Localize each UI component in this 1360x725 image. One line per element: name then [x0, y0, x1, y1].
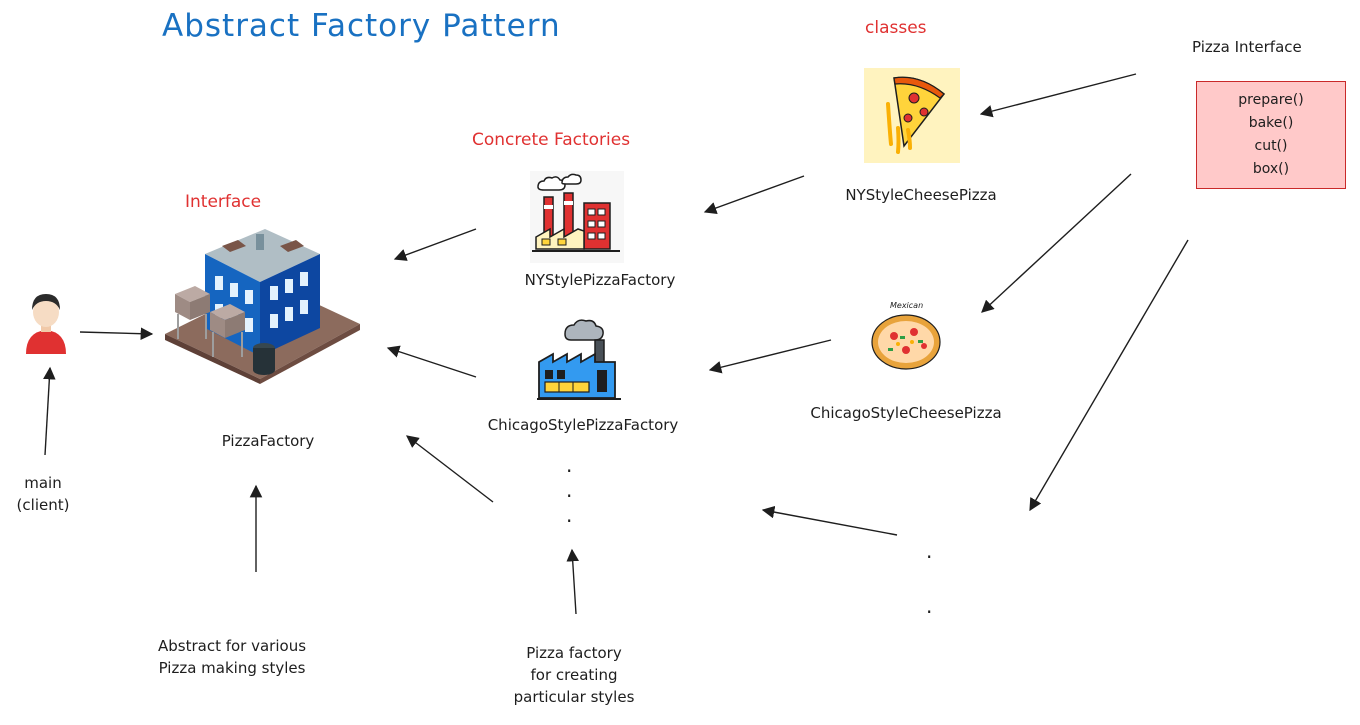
- ellipsis-dot: .: [926, 594, 933, 618]
- mexican-pizza-icon: [871, 314, 941, 370]
- page-title: Abstract Factory Pattern: [162, 8, 561, 44]
- method-prepare: prepare(): [1238, 92, 1304, 108]
- arrow-chicago-pizza-to-chicago-factory: [708, 339, 832, 374]
- ellipsis-dot: .: [566, 503, 573, 527]
- arrow-ny-factory-to-interface: [393, 228, 477, 261]
- arrow-client-to-factory: [79, 327, 154, 340]
- factory-note: Pizza factory for creating particular st…: [513, 644, 635, 706]
- chicago-pizza-label: ChicagoStyleCheesePizza: [810, 404, 1002, 422]
- ellipsis-dot: .: [566, 453, 573, 477]
- ellipsis-dot: .: [566, 478, 573, 502]
- factory-building-icon: [165, 229, 360, 384]
- method-cut: cut(): [1254, 138, 1288, 154]
- method-bake: bake(): [1248, 115, 1294, 131]
- pizza-interface-box: prepare() bake() cut() box(): [1196, 81, 1346, 189]
- classes-label: classes: [865, 18, 927, 38]
- arrow-main-to-client: [43, 366, 56, 456]
- main-client-label: main (client): [16, 474, 70, 514]
- arrow-dots-to-interface: [406, 435, 494, 503]
- arrow-interface-to-chicago-pizza: [981, 173, 1132, 313]
- arrow-ny-pizza-to-ny-factory: [703, 175, 805, 215]
- chicago-factory-label: ChicagoStylePizzaFactory: [487, 416, 679, 434]
- arrow-note-to-dots: [566, 548, 579, 615]
- chicago-factory-icon: [537, 319, 621, 400]
- ellipsis-dot: .: [926, 539, 933, 563]
- pizza-interface-label: Pizza Interface: [1192, 38, 1302, 56]
- arrow-interface-to-ny-pizza: [979, 73, 1137, 118]
- mexican-tag: Mexican: [890, 301, 924, 310]
- concrete-factories-label: Concrete Factories: [472, 130, 631, 150]
- ny-factory-label: NYStylePizzaFactory: [524, 271, 676, 289]
- arrow-more-to-factories: [761, 505, 898, 536]
- abstract-note: Abstract for various Pizza making styles: [157, 637, 307, 677]
- person-icon: [26, 294, 66, 354]
- arrow-interface-to-more: [1029, 239, 1189, 512]
- arrow-chicago-factory-to-interface: [386, 345, 477, 378]
- method-box: box(): [1252, 161, 1290, 177]
- ny-pizza-label: NYStyleCheesePizza: [845, 186, 997, 204]
- cheese-pizza-icon: [864, 68, 960, 163]
- ny-factory-icon: [530, 171, 624, 263]
- interface-label: Interface: [185, 192, 262, 212]
- pizza-factory-label: PizzaFactory: [221, 432, 315, 450]
